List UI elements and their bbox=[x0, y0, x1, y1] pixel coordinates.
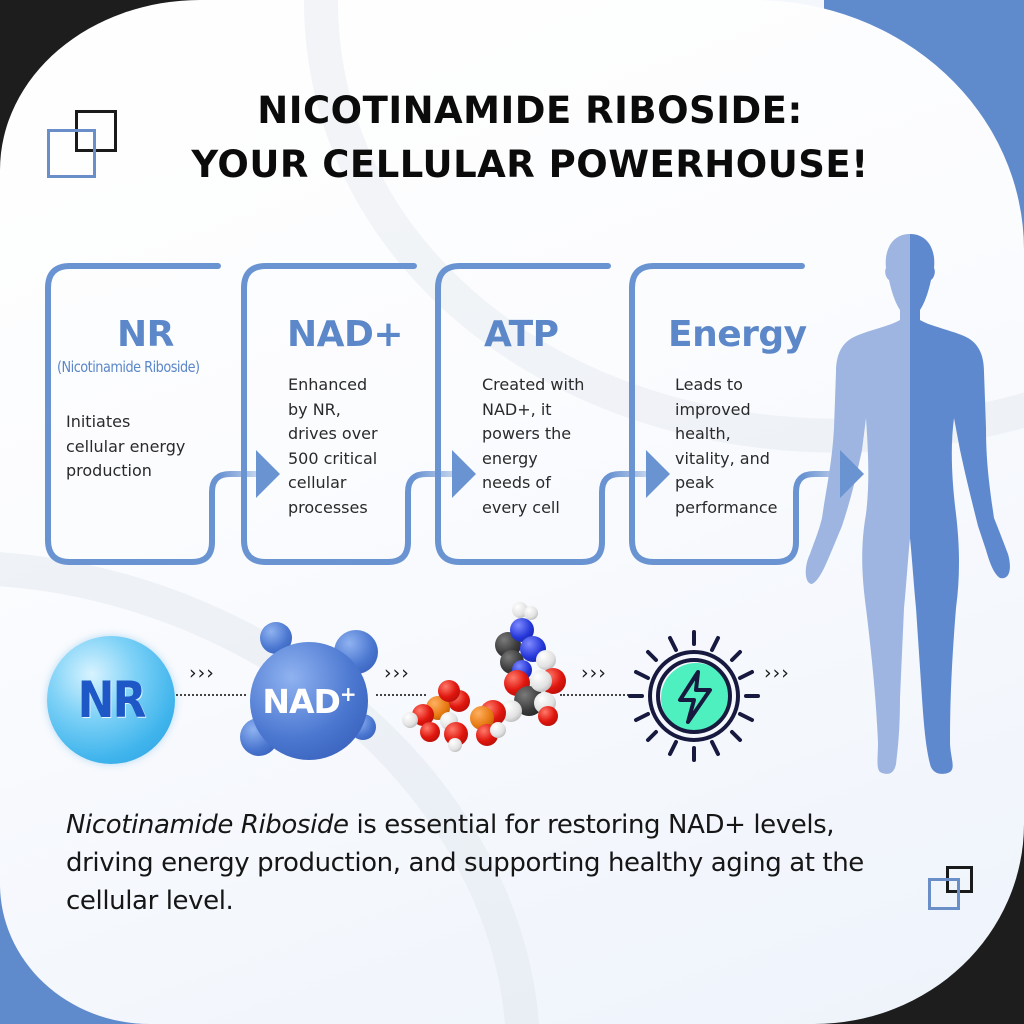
dotted-connector bbox=[176, 694, 246, 696]
overlapping-squares-icon bbox=[928, 864, 974, 910]
step-title-nad: NAD+ bbox=[287, 314, 404, 355]
nad-molecule-icon: NAD+ bbox=[238, 622, 388, 762]
step-subtitle-nr: (Nicotinamide Riboside) bbox=[57, 358, 200, 376]
step-text-energy: Leads to improved health, vitality, and … bbox=[675, 375, 778, 517]
arrow-right-icon bbox=[840, 450, 864, 498]
step-text-nr: Initiates cellular energy production bbox=[66, 412, 186, 480]
chevrons-icon: ››› bbox=[189, 662, 215, 684]
energy-sun-bolt-icon bbox=[628, 630, 760, 762]
step-title-atp: ATP bbox=[484, 314, 559, 355]
title-line-2: YOUR CELLULAR POWERHOUSE! bbox=[191, 143, 869, 186]
chevrons-icon: ››› bbox=[384, 662, 410, 684]
chevrons-icon: ››› bbox=[581, 662, 607, 684]
summary-text: Nicotinamide Riboside is essential for r… bbox=[66, 806, 866, 920]
nr-bubble-icon: NR bbox=[47, 636, 175, 764]
step-text-nad: Enhanced by NR, drives over 500 critical… bbox=[288, 375, 378, 517]
page-title: NICOTINAMIDE RIBOSIDE: YOUR CELLULAR POW… bbox=[120, 84, 940, 192]
dotted-connector bbox=[560, 694, 632, 696]
step-title-nr: NR bbox=[117, 314, 174, 355]
chevrons-icon: ››› bbox=[764, 662, 790, 684]
dotted-connector bbox=[376, 694, 426, 696]
summary-emphasis: Nicotinamide Riboside bbox=[66, 810, 349, 840]
summary-body: is essential for restoring NAD+ levels, … bbox=[66, 810, 864, 916]
nad-label: NAD+ bbox=[262, 681, 356, 721]
step-text-atp: Created with NAD+, it powers the energy … bbox=[482, 375, 585, 517]
human-body-silhouette-icon bbox=[805, 234, 1010, 774]
overlapping-squares-icon bbox=[47, 108, 117, 178]
step-title-energy: Energy bbox=[668, 314, 807, 355]
title-line-1: NICOTINAMIDE RIBOSIDE: bbox=[257, 89, 803, 132]
nr-bubble-label: NR bbox=[77, 671, 146, 729]
